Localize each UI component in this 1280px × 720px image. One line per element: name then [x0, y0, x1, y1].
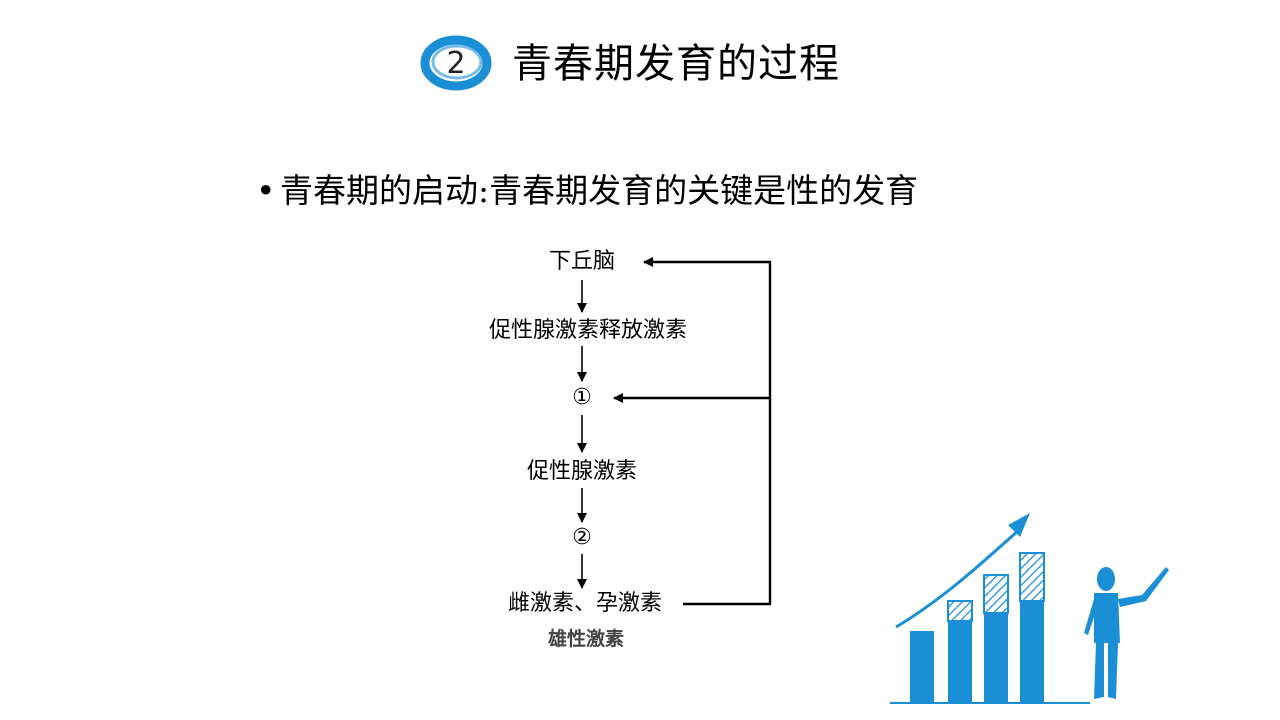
node-blank-2: ②: [572, 525, 592, 550]
badge-number: 2: [446, 46, 465, 81]
feedback-to-hypothalamus-arrow: [643, 257, 772, 606]
node-sex-hormones: 雌激素、孕激素: [507, 591, 663, 616]
number-badge-icon: 2: [420, 35, 492, 91]
node-gonadotropin: 促性腺激素: [526, 459, 638, 484]
node-gnrh: 促性腺激素释放激素: [488, 318, 688, 343]
bullet-text: 青春期的启动:青春期发育的关键是性的发育: [280, 171, 919, 210]
bullet-symbol: •: [256, 171, 276, 210]
growth-chart-person-icon: [890, 513, 1169, 704]
slide-title: 青春期发育的过程: [512, 41, 840, 87]
node-hypothalamus: 下丘脑: [548, 249, 616, 274]
node-blank-1: ①: [572, 385, 592, 410]
diagram-caption: 雄性激素: [547, 628, 625, 650]
bullet-point: •青春期的启动:青春期发育的关键是性的发育: [256, 168, 918, 214]
